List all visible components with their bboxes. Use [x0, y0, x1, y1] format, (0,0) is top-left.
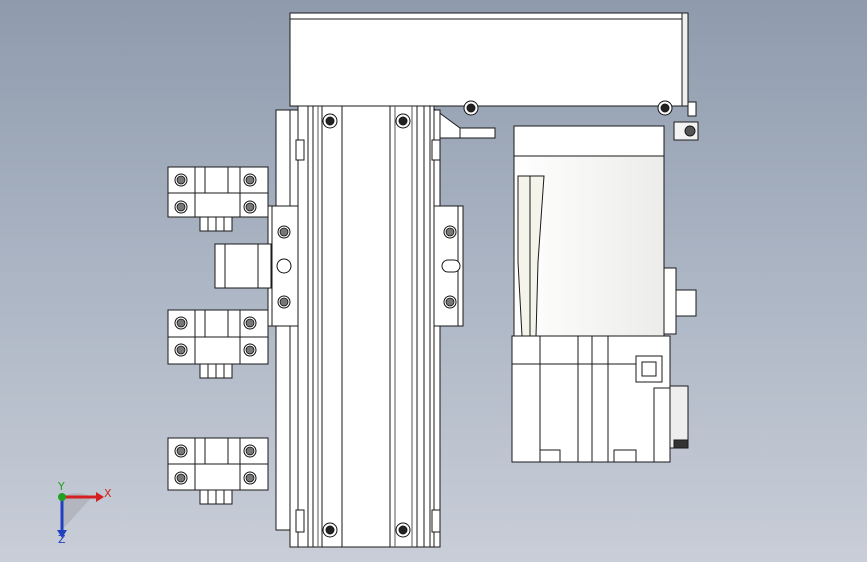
- x-axis-label: X: [104, 487, 112, 500]
- servo-motor[interactable]: [511, 125, 697, 463]
- z-axis-label: Z: [58, 533, 66, 546]
- sensor-bracket-upper[interactable]: [167, 166, 269, 232]
- linear-rail-body[interactable]: [275, 105, 441, 548]
- coordinate-triad: X Y Z: [57, 480, 112, 546]
- carriage-plate-right[interactable]: [433, 205, 464, 327]
- sensor-bracket-lower[interactable]: [167, 437, 269, 505]
- triad-shade: [62, 492, 92, 530]
- cable-block[interactable]: [214, 243, 272, 289]
- y-axis-dot: [58, 493, 66, 501]
- y-axis-label: Y: [57, 480, 65, 493]
- sensor-bracket-middle[interactable]: [167, 309, 269, 379]
- top-motor-cover[interactable]: [289, 12, 699, 141]
- carriage-plate-left[interactable]: [267, 205, 299, 327]
